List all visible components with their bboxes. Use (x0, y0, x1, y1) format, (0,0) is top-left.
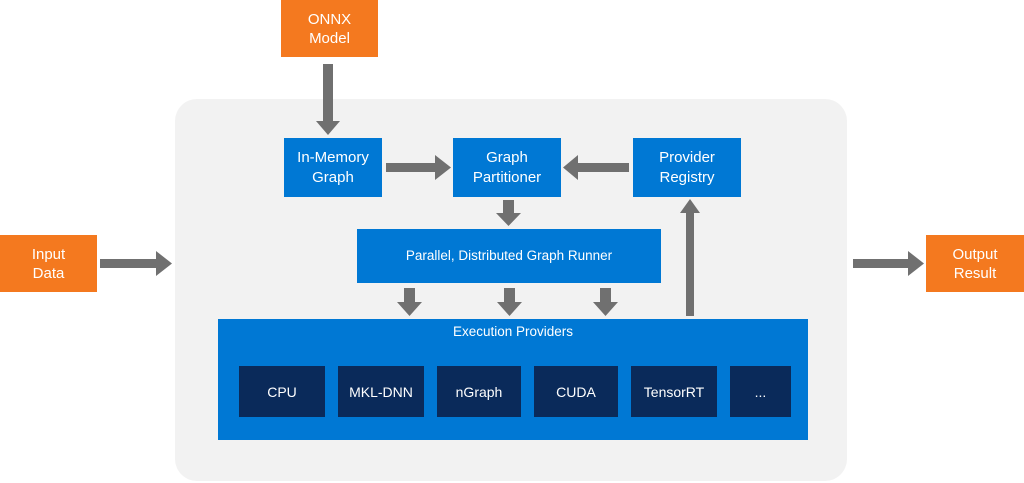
provider-label: CPU (267, 383, 297, 400)
provider-tensorrt: TensorRT (631, 366, 717, 417)
provider-label: ... (754, 383, 767, 400)
in-memory-graph-node: In-Memory Graph (284, 138, 382, 197)
provider-registry-label: Provider Registry (659, 148, 715, 186)
provider-label: CUDA (556, 383, 596, 400)
provider-label: nGraph (455, 383, 503, 400)
graph-partitioner-node: Graph Partitioner (453, 138, 561, 197)
onnx-model-node: ONNX Model (281, 0, 378, 57)
arrow-input-to-runtime (100, 251, 172, 276)
input-data-label: Input Data (31, 245, 66, 282)
provider-cuda: CUDA (534, 366, 618, 417)
in-memory-graph-label: In-Memory Graph (297, 148, 369, 186)
provider-ngraph: nGraph (437, 366, 521, 417)
provider-cpu: CPU (239, 366, 325, 417)
output-result-label: Output Result (952, 245, 998, 282)
execution-providers-label: Execution Providers (452, 324, 574, 339)
provider-label: TensorRT (643, 383, 705, 400)
input-data-node: Input Data (0, 235, 97, 292)
provider-more: ... (730, 366, 791, 417)
graph-partitioner-label: Graph Partitioner (472, 148, 542, 186)
graph-runner-node: Parallel, Distributed Graph Runner (357, 229, 661, 283)
arrow-runtime-to-output (853, 251, 924, 276)
provider-registry-node: Provider Registry (633, 138, 741, 197)
output-result-node: Output Result (926, 235, 1024, 292)
provider-mkl-dnn: MKL-DNN (338, 366, 424, 417)
graph-runner-label: Parallel, Distributed Graph Runner (405, 248, 613, 263)
provider-label: MKL-DNN (349, 383, 413, 400)
onnx-model-label: ONNX Model (307, 10, 352, 47)
